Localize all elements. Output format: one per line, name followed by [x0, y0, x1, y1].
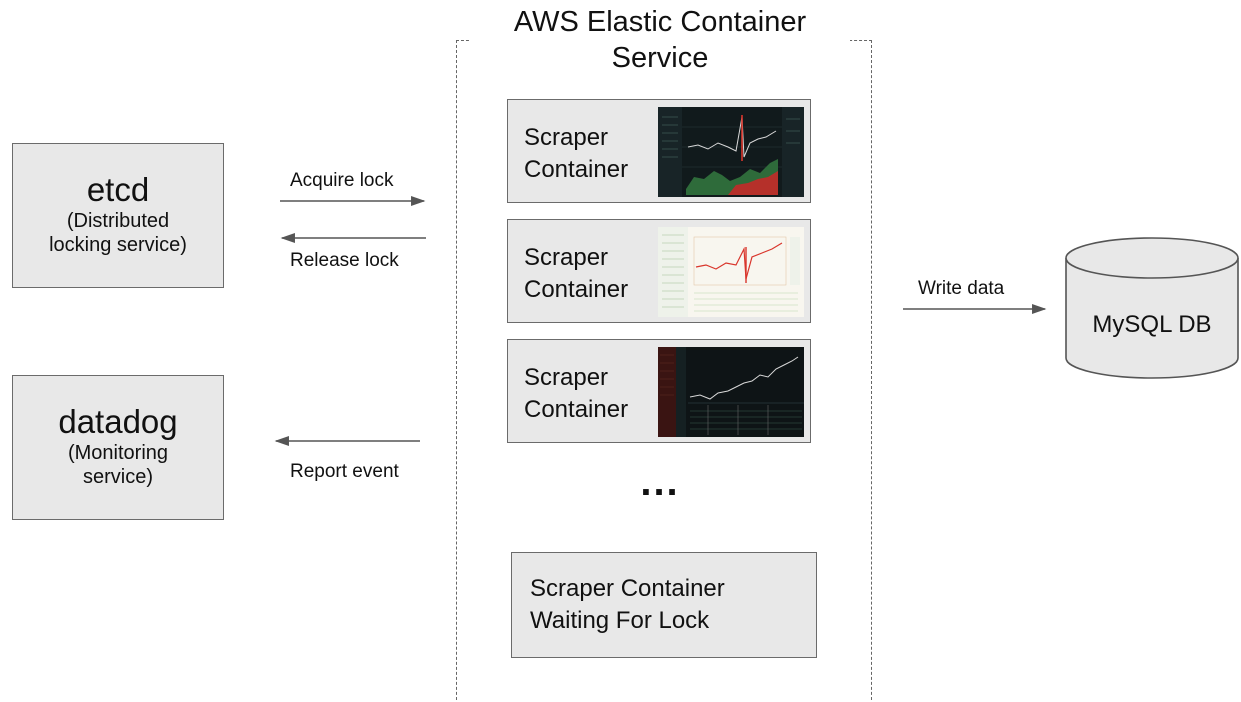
datadog-box: datadog (Monitoring service) [12, 375, 224, 520]
acquire-lock-label: Acquire lock [290, 170, 394, 191]
scraper-container-2: Scraper Container [507, 219, 811, 323]
etcd-name: etcd [86, 171, 150, 208]
mysql-db-cylinder [1065, 237, 1239, 379]
scraper-container-1: Scraper Container [507, 99, 811, 203]
scraper-container-label: Scraper Container [524, 364, 629, 423]
release-lock-label: Release lock [290, 250, 399, 271]
report-event-label: Report event [290, 461, 399, 482]
scraper-container-label: Scraper Container [524, 244, 629, 303]
stock-chart-thumbnail [658, 227, 804, 317]
etcd-box: etcd (Distributed locking service) [12, 143, 224, 288]
waiting-scraper-container: Scraper Container Waiting For Lock [511, 552, 817, 658]
stock-chart-thumbnail [658, 347, 804, 437]
datadog-description: (Monitoring service) [67, 442, 169, 488]
stock-chart-thumbnail [658, 107, 804, 197]
datadog-name: datadog [58, 403, 178, 440]
etcd-description: (Distributed locking service) [49, 210, 187, 256]
mysql-db-label: MySQL DB [1092, 311, 1212, 338]
scraper-container-label: Scraper Container [524, 124, 629, 183]
more-containers-ellipsis: ... [640, 460, 680, 504]
write-data-label: Write data [918, 278, 1005, 299]
ecs-title: AWS Elastic Container Service [470, 4, 850, 76]
scraper-container-3: Scraper Container [507, 339, 811, 443]
